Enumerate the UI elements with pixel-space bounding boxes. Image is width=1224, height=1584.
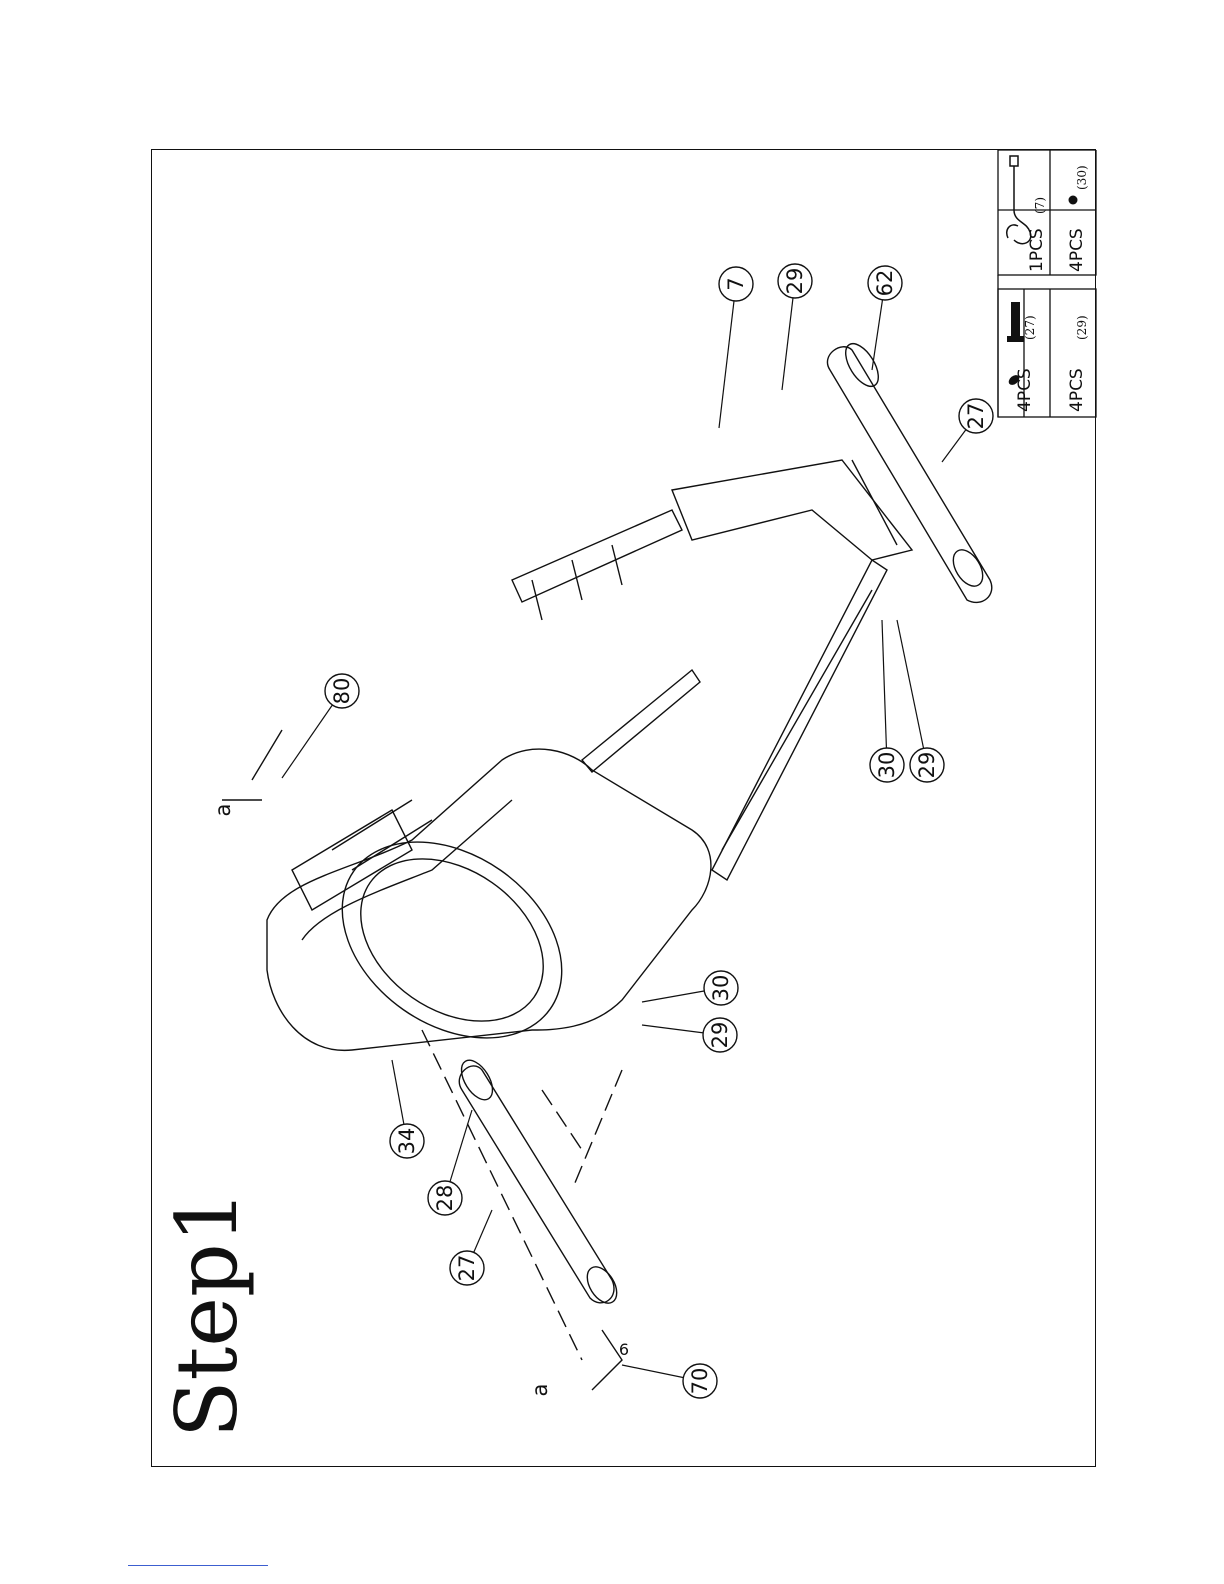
callout-label: 70 (688, 1368, 712, 1395)
hw-qty-7: 1PCS (1027, 228, 1047, 272)
plain-label: 6 (619, 1340, 629, 1359)
hw-qty-30: 4PCS (1067, 228, 1087, 272)
frame-illustration (222, 338, 992, 1390)
hw-part-29: (29) (1075, 315, 1089, 340)
callout-label: 27 (964, 403, 988, 430)
callout-layer: 7 29 62 27 80 30 29 30 29 34 28 27 70 a a 6 (211, 264, 993, 1398)
callout-leader (719, 284, 736, 428)
callout-27: 27 (450, 1210, 492, 1285)
assembly-drawing: 4PCS (27) 4PCS (29) 1PCS (7) 4PCS (30) S… (152, 150, 1097, 1468)
callout-label: 29 (783, 268, 807, 295)
callout-label: 80 (330, 678, 354, 705)
callout-28: 28 (428, 1110, 472, 1215)
callout-label: 34 (395, 1128, 419, 1155)
callout-27: 27 (942, 399, 993, 462)
hw-part-30: (30) (1075, 165, 1089, 190)
callout-62: 62 (868, 266, 902, 370)
callout-label: 28 (433, 1185, 457, 1212)
callout-label: 27 (455, 1255, 479, 1282)
callout-label: 29 (915, 752, 939, 779)
callout-30: 30 (642, 971, 738, 1005)
callout-7: 7 (719, 267, 753, 428)
callout-label: 29 (708, 1022, 732, 1049)
footer-rule (128, 1565, 268, 1566)
bolt-icon (1007, 302, 1024, 342)
callout-label: 30 (875, 752, 899, 779)
callout-label: 30 (709, 975, 733, 1002)
hw-qty-27: 4PCS (1015, 368, 1035, 412)
callout-29: 29 (897, 620, 944, 782)
hw-part-7: (7) (1033, 197, 1047, 214)
hw-part-27: (27) (1023, 315, 1037, 340)
callout-29: 29 (642, 1018, 737, 1052)
callout-30: 30 (870, 620, 904, 782)
callout-leader (897, 620, 927, 765)
callout-leader (882, 620, 887, 765)
callout-29: 29 (778, 264, 812, 390)
letter-label-a: a (528, 1384, 552, 1397)
callout-label: 62 (873, 270, 897, 297)
step-title: Step1 (158, 1190, 256, 1438)
callout-80: 80 (282, 674, 359, 778)
hw-qty-29: 4PCS (1067, 368, 1087, 412)
callout-34: 34 (390, 1060, 424, 1158)
callout-label: 7 (724, 277, 748, 290)
letter-label-a: a (211, 804, 235, 817)
diagram-frame: 4PCS (27) 4PCS (29) 1PCS (7) 4PCS (30) S… (151, 149, 1096, 1467)
callout-70: 70 (622, 1364, 717, 1398)
nut-icon (1069, 196, 1078, 205)
